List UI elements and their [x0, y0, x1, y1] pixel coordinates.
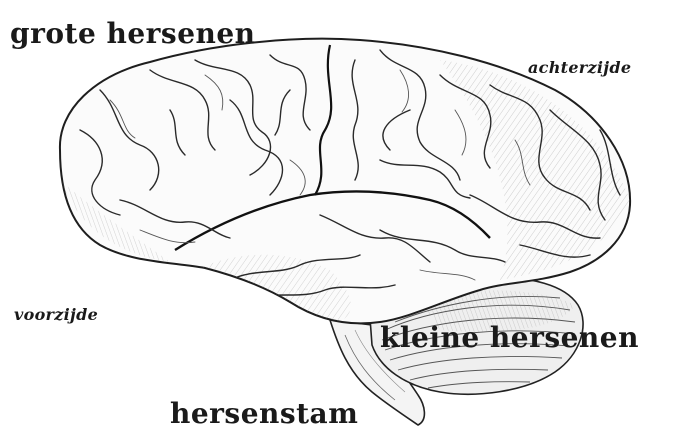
- label-cerebrum: grote hersenen: [10, 20, 256, 48]
- label-cerebellum: kleine hersenen: [380, 324, 639, 352]
- label-brainstem: hersenstam: [170, 400, 358, 428]
- label-back: achterzijde: [528, 60, 631, 76]
- label-front: voorzijde: [14, 307, 98, 323]
